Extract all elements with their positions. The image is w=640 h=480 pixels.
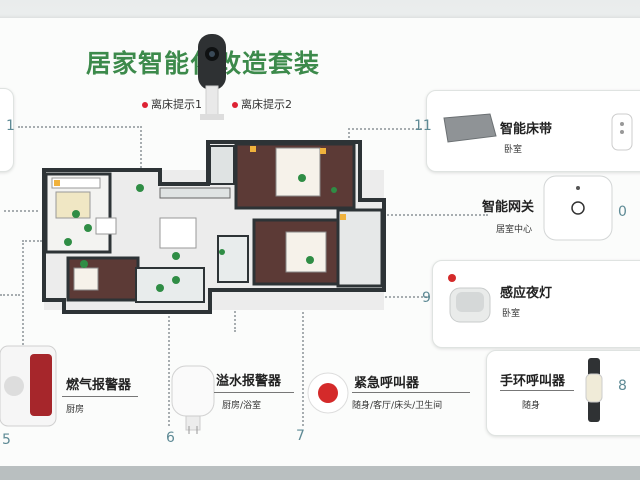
device-number: 6 <box>166 430 175 446</box>
device-number: 9 <box>422 290 431 306</box>
device-card-partial <box>0 88 14 172</box>
device-name: 溢水报警器 <box>216 374 282 389</box>
device-location: 随身/客厅/床头/卫生间 <box>352 401 443 411</box>
device-location: 居室中心 <box>496 225 533 235</box>
red-dot-icon <box>142 102 148 108</box>
device-name: 感应夜灯 <box>500 286 553 301</box>
sos-button-icon <box>307 372 349 414</box>
device-number: 0 <box>618 204 627 220</box>
underline <box>352 392 470 393</box>
red-dot-icon <box>232 102 238 108</box>
bed-exit-tip-2: 离床提示2 <box>232 96 292 112</box>
connector-line <box>22 240 42 352</box>
connector-line <box>0 294 20 296</box>
device-location: 卧室 <box>502 309 521 319</box>
underline <box>214 392 294 393</box>
device-card-wristband <box>486 350 640 436</box>
connector-line <box>18 126 142 188</box>
device-location: 厨房 <box>66 405 85 415</box>
device-number: 5 <box>2 432 11 448</box>
device-location: 卧室 <box>504 145 523 155</box>
night-light-icon <box>448 274 491 323</box>
gateway-icon <box>543 175 613 241</box>
device-number: 11 <box>414 118 432 134</box>
underline <box>500 390 574 391</box>
device-name: 手环呼叫器 <box>500 374 566 389</box>
wristband-icon <box>585 358 603 422</box>
water-alarm-icon <box>171 365 215 434</box>
gas-alarm-icon <box>0 345 57 427</box>
device-name: 燃气报警器 <box>66 378 132 393</box>
device-name: 智能床带 <box>500 122 553 137</box>
connector-line <box>348 214 488 216</box>
device-name: 智能网关 <box>482 200 535 215</box>
connector-line <box>302 296 304 426</box>
device-number: 1 <box>6 118 15 134</box>
board-ledge <box>0 466 640 480</box>
bed-exit-tip-1: 离床提示1 <box>142 96 202 112</box>
connector-line <box>4 210 38 212</box>
device-number: 8 <box>618 378 627 394</box>
device-number: 7 <box>296 428 305 444</box>
camera-icon <box>198 34 226 120</box>
remote-icon <box>611 113 633 151</box>
connector-line <box>234 292 236 332</box>
device-name: 紧急呼叫器 <box>354 376 420 391</box>
device-location: 随身 <box>522 401 541 411</box>
floor-plan <box>42 140 386 314</box>
bed-belt-icon <box>443 113 497 143</box>
device-location: 厨房/浴室 <box>222 401 262 411</box>
connector-line <box>168 300 170 426</box>
underline <box>62 396 138 397</box>
